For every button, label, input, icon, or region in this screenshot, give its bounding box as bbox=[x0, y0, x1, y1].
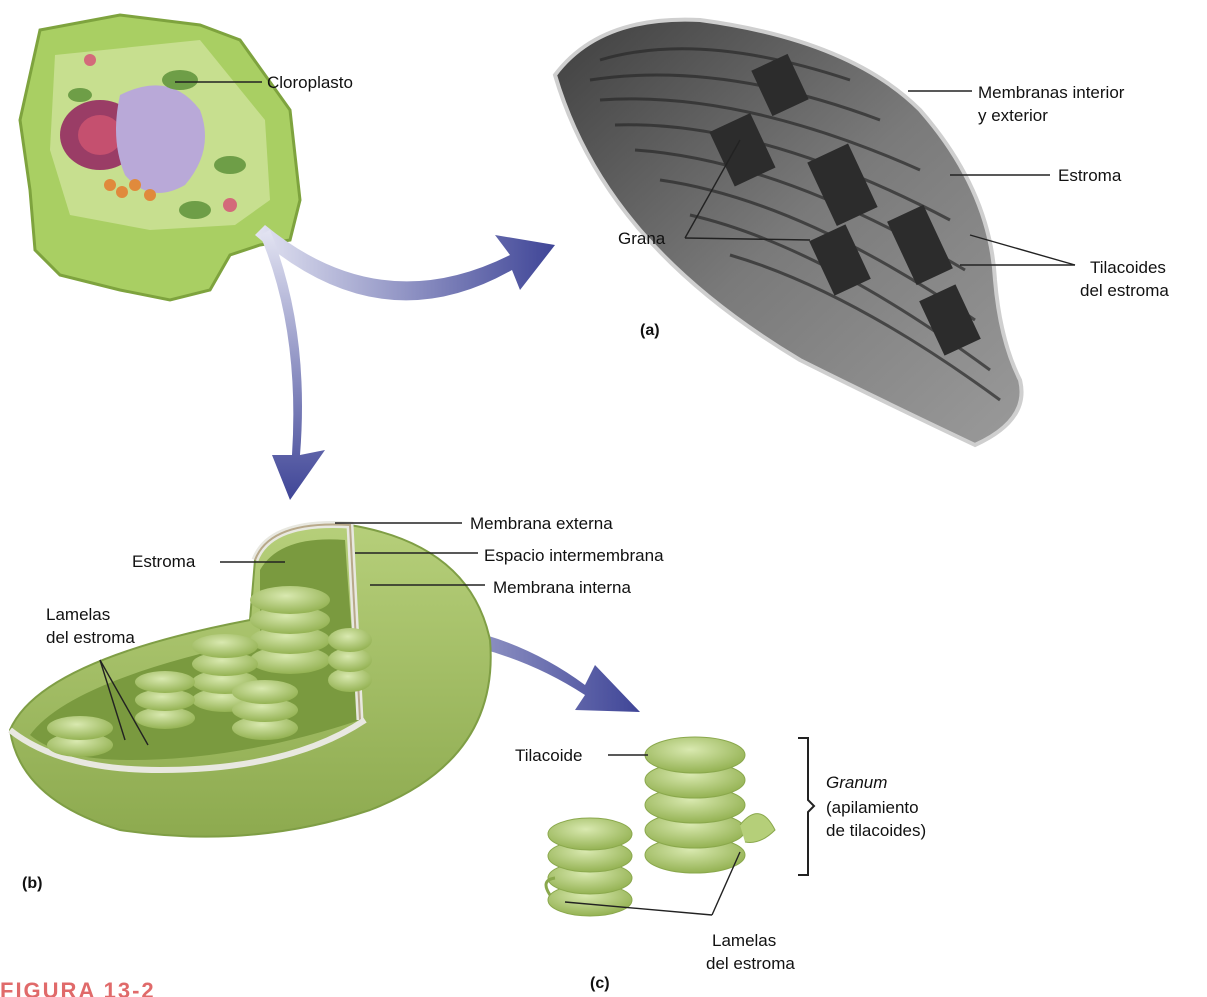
panel-label-a: (a) bbox=[640, 322, 660, 340]
granum-bracket bbox=[798, 738, 814, 875]
label-membranas-2: y exterior bbox=[978, 105, 1048, 126]
label-grana: Grana bbox=[618, 228, 665, 249]
label-estroma-b: Estroma bbox=[132, 551, 195, 572]
label-membranas-1: Membranas interior bbox=[978, 82, 1124, 103]
label-membrana-interna: Membrana interna bbox=[493, 577, 631, 598]
label-lamelas-c-1: Lamelas bbox=[712, 930, 776, 951]
label-tilacoide: Tilacoide bbox=[515, 745, 582, 766]
panel-label-b: (b) bbox=[22, 875, 42, 893]
label-lamelas-c-2: del estroma bbox=[706, 953, 795, 974]
panel-label-c: (c) bbox=[590, 975, 610, 993]
label-granum-2: (apilamiento bbox=[826, 797, 919, 818]
label-tilacoides-2: del estroma bbox=[1080, 280, 1169, 301]
arrow-to-micrograph bbox=[255, 225, 555, 300]
label-membrana-externa: Membrana externa bbox=[470, 513, 613, 534]
label-estroma-a: Estroma bbox=[1058, 165, 1121, 186]
plant-cell bbox=[20, 15, 300, 300]
figure-label: FIGURA 13-2 bbox=[0, 980, 156, 997]
granum-italic: Granum bbox=[826, 773, 887, 792]
label-cloroplasto: Cloroplasto bbox=[267, 72, 353, 93]
label-tilacoides-1: Tilacoides bbox=[1090, 257, 1166, 278]
label-granum-3: de tilacoides) bbox=[826, 820, 926, 841]
label-lamelas-b-1: Lamelas bbox=[46, 604, 110, 625]
label-lamelas-b-2: del estroma bbox=[46, 627, 135, 648]
label-granum-1: Granum bbox=[826, 772, 887, 793]
label-espacio-intermembrana: Espacio intermembrana bbox=[484, 545, 664, 566]
